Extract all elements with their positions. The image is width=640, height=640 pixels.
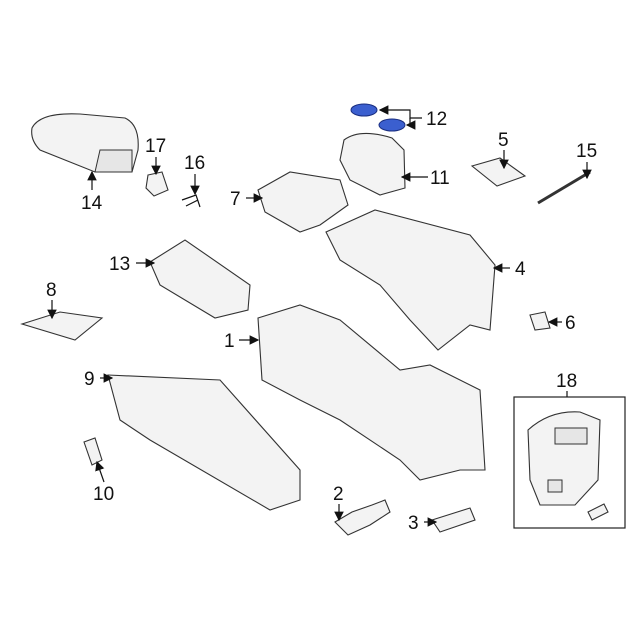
callout-4: 4	[515, 259, 526, 280]
callout-10: 10	[93, 484, 114, 505]
part-rear-panel[interactable]	[325, 209, 496, 351]
callout-2: 2	[333, 484, 344, 505]
callout-5: 5	[498, 130, 509, 151]
part-pad[interactable]	[20, 311, 104, 341]
part-cup-holder[interactable]	[339, 132, 406, 196]
part-shifter-bezel[interactable]	[149, 239, 251, 319]
callout-6: 6	[565, 313, 576, 334]
part-mat[interactable]	[470, 157, 527, 187]
callout-17: 17	[145, 136, 166, 157]
part-cup-insert-2[interactable]	[378, 118, 406, 132]
callout-9: 9	[84, 369, 95, 390]
callout-18: 18	[556, 371, 577, 392]
part-bezel[interactable]	[257, 171, 349, 233]
callout-8: 8	[46, 280, 57, 301]
leader-lines	[47, 105, 592, 527]
callout-15: 15	[576, 141, 597, 162]
part-side-panel[interactable]	[107, 374, 301, 511]
part-retainer[interactable]	[83, 437, 103, 466]
part-cup-insert-1[interactable]	[350, 103, 378, 117]
part-rear-vent-assembly[interactable]	[513, 396, 626, 529]
part-bracket-right[interactable]	[431, 507, 476, 533]
callout-13: 13	[109, 254, 130, 275]
callout-11: 11	[430, 168, 450, 189]
callout-16: 16	[184, 153, 205, 174]
part-bracket-left[interactable]	[334, 499, 391, 536]
callout-14: 14	[81, 193, 103, 214]
part-console-body[interactable]	[257, 304, 486, 481]
callout-3: 3	[408, 513, 419, 534]
callout-12: 12	[426, 109, 447, 130]
part-armrest-lid[interactable]	[31, 113, 139, 173]
callout-1: 1	[224, 331, 235, 352]
part-latch[interactable]	[145, 171, 169, 197]
part-wire-clip[interactable]	[181, 194, 201, 208]
part-trim-strip[interactable]	[537, 170, 591, 205]
callout-7: 7	[230, 189, 241, 210]
part-clip[interactable]	[529, 311, 551, 331]
